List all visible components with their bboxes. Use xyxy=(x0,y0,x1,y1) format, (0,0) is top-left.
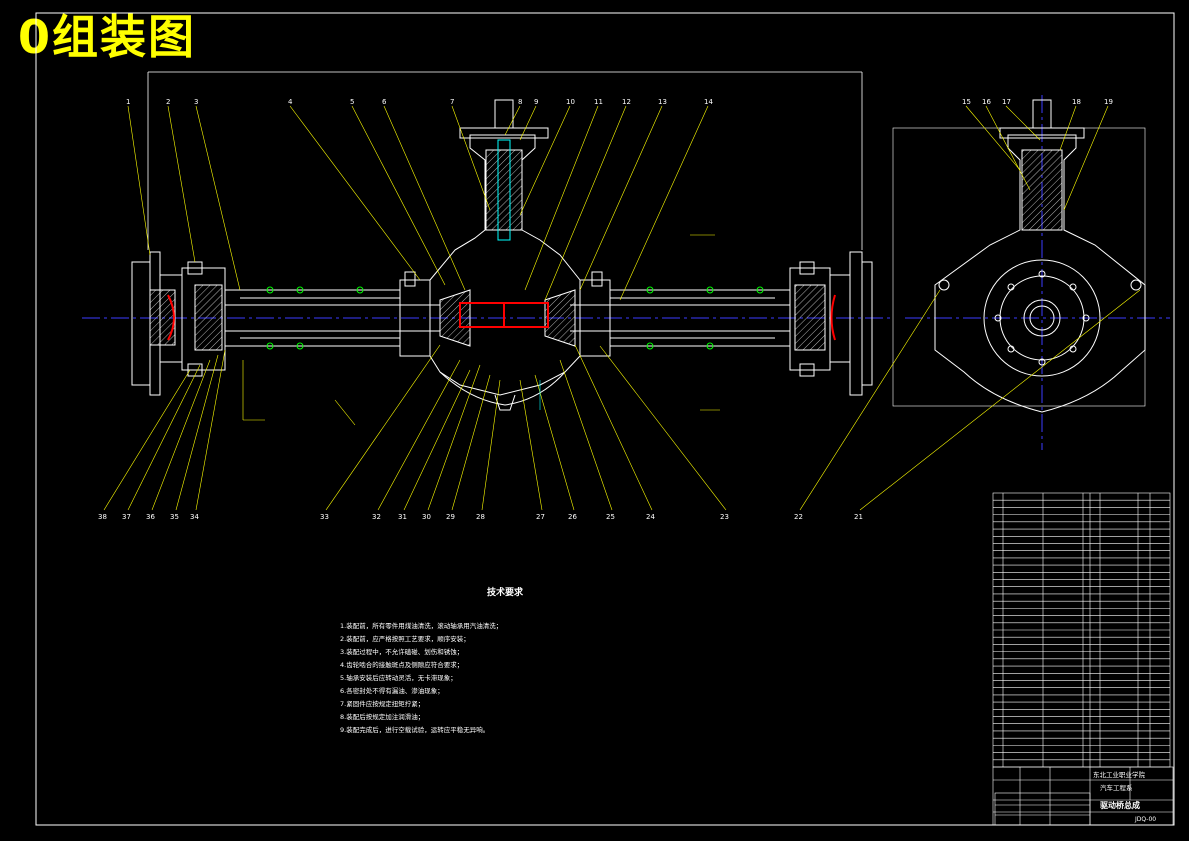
part-number-37: 37 xyxy=(122,513,131,521)
part-number-7: 7 xyxy=(450,98,454,106)
title-block: 东北工业职业学院 汽车工程系 驱动桥总成 JDQ-00 xyxy=(992,766,1174,826)
tech-item: 6.各密封处不得有漏油、渗油现象； xyxy=(340,686,444,695)
dept-name: 汽车工程系 xyxy=(1100,783,1133,792)
part-number-27: 27 xyxy=(536,513,545,521)
part-number-33: 33 xyxy=(320,513,329,521)
part-number-4: 4 xyxy=(288,98,293,106)
part-number-30: 30 xyxy=(422,513,431,521)
tech-item: 3.装配过程中，不允许磕碰、划伤和锈蚀； xyxy=(340,647,463,656)
leader-lines-bottom xyxy=(103,289,1141,511)
part-number-22: 22 xyxy=(794,513,803,521)
part-number-9: 9 xyxy=(534,98,538,106)
section-markers xyxy=(242,234,720,426)
part-number-29: 29 xyxy=(446,513,455,521)
part-number-18: 18 xyxy=(1072,98,1081,106)
part-number-26: 26 xyxy=(568,513,577,521)
tech-item: 9.装配完成后，进行空载试验，运转应平稳无异响。 xyxy=(340,725,489,734)
tech-item: 2.装配前，应严格按照工艺要求，顺序安装； xyxy=(340,634,470,643)
drawing-name: 驱动桥总成 xyxy=(1100,800,1140,810)
part-number-21: 21 xyxy=(854,513,863,521)
tech-requirements-heading: 技术要求 xyxy=(487,586,524,598)
part-number-36: 36 xyxy=(146,513,155,521)
tech-item: 1.装配前，所有零件用煤油清洗，滚动轴承用汽油清洗； xyxy=(340,621,502,630)
tech-requirements: 技术要求 1.装配前，所有零件用煤油清洗，滚动轴承用汽油清洗； 2.装配前，应严… xyxy=(340,586,524,734)
page-title: 0组装图 xyxy=(18,10,197,64)
parts-list-table xyxy=(992,492,1171,768)
tech-item: 8.装配后按规定加注润滑油； xyxy=(340,712,424,721)
part-number-13: 13 xyxy=(658,98,667,106)
part-number-12: 12 xyxy=(622,98,631,106)
part-number-38: 38 xyxy=(98,513,107,521)
side-view xyxy=(892,95,1170,450)
tech-item: 7.紧固件应按规定扭矩拧紧； xyxy=(340,699,424,708)
part-number-24: 24 xyxy=(646,513,655,521)
front-view xyxy=(82,99,890,411)
tech-item: 4.齿轮啮合的接触斑点及侧隙应符合要求； xyxy=(340,660,463,669)
part-number-32: 32 xyxy=(372,513,381,521)
part-number-16: 16 xyxy=(982,98,991,106)
title-block-left xyxy=(994,792,1091,826)
tech-item: 5.轴承安装后应转动灵活，无卡滞现象； xyxy=(340,673,457,682)
part-number-6: 6 xyxy=(382,98,387,106)
part-number-8: 8 xyxy=(518,98,522,106)
part-number-19: 19 xyxy=(1104,98,1113,106)
leader-lines-top xyxy=(127,105,1109,301)
part-number-2: 2 xyxy=(166,98,170,106)
drawing-number: JDQ-00 xyxy=(1134,816,1156,823)
part-number-15: 15 xyxy=(962,98,971,106)
part-number-11: 11 xyxy=(594,98,603,106)
part-number-31: 31 xyxy=(398,513,407,521)
part-number-10: 10 xyxy=(566,98,575,106)
part-number-23: 23 xyxy=(720,513,729,521)
part-labels-top: 1 2 3 4 5 6 7 8 9 10 11 12 13 14 15 16 1… xyxy=(126,98,1113,106)
part-number-5: 5 xyxy=(350,98,354,106)
overall-dimension xyxy=(147,71,863,250)
part-number-14: 14 xyxy=(704,98,713,106)
part-number-1: 1 xyxy=(126,98,130,106)
part-number-17: 17 xyxy=(1002,98,1011,106)
part-number-3: 3 xyxy=(194,98,198,106)
part-labels-bottom: 38 37 36 35 34 33 32 31 30 29 28 27 26 2… xyxy=(98,513,863,521)
part-number-28: 28 xyxy=(476,513,485,521)
school-name: 东北工业职业学院 xyxy=(1093,770,1146,779)
part-number-25: 25 xyxy=(606,513,615,521)
part-number-35: 35 xyxy=(170,513,179,521)
drawing-frame xyxy=(35,12,1175,826)
part-number-34: 34 xyxy=(190,513,199,521)
